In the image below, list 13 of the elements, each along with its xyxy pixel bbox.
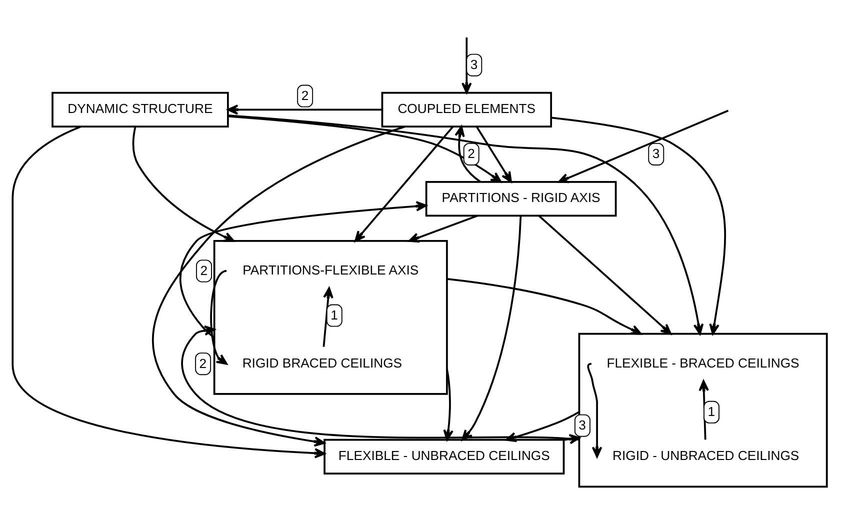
edge-label: 3 (578, 418, 586, 433)
edge-label: 1 (330, 307, 338, 322)
node-text: RIGID BRACED CEILINGS (242, 355, 402, 370)
edge-label: 1 (708, 404, 716, 420)
edge-label: 3 (652, 146, 660, 162)
edge-label: 3 (470, 57, 478, 72)
node-text: FLEXIBLE - BRACED CEILINGS (606, 355, 800, 370)
edge-label: 2 (199, 356, 207, 371)
edge-label: 2 (301, 88, 309, 103)
node-text: RIGID - UNBRACED CEILINGS (612, 448, 800, 464)
node-text: PARTITIONS-FLEXIBLE AXIS (242, 262, 419, 278)
edge-label: 2 (200, 262, 208, 278)
edge-label: 2 (468, 146, 475, 162)
